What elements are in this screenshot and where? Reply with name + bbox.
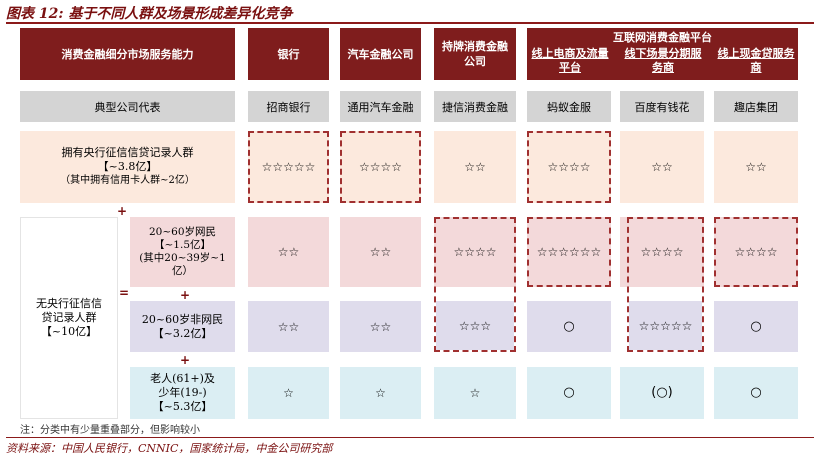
footnote: 注：分类中有少量重叠部分，但影响较小 [20, 425, 200, 436]
stars-rating: ☆☆ [369, 245, 392, 259]
non-netizen-auto-rating: ☆☆ [340, 301, 421, 352]
elder-platform1-rating: ○ [527, 367, 611, 419]
stars-rating: ☆☆☆☆ [547, 160, 591, 174]
header-capability: 消费金融细分市场服务能力 [20, 28, 235, 80]
stars-rating: ☆☆☆☆ [358, 160, 403, 174]
elder-label: 老人(61+)及 [150, 372, 215, 385]
stars-rating: ☆☆ [277, 245, 300, 259]
header-internet-platforms: 互联网消费金融平台 [527, 28, 798, 80]
stars-rating: ☆☆ [464, 160, 486, 174]
stars-rating: ☆ [283, 386, 294, 400]
credit-platform3-rating: ☆☆ [714, 131, 798, 203]
credit-population-cell: 拥有央行征信信贷记录人群 【~3.8亿】 （其中拥有信用卡人群~2亿） [20, 131, 235, 203]
stars-rating: ☆☆☆☆☆☆ [536, 245, 602, 259]
non-netizen-bank-rating: ☆☆ [248, 301, 329, 352]
header-licensed-consumer-finance: 持牌消费金融公司 [434, 28, 516, 80]
credit-population-label: 拥有央行征信信贷记录人群 [61, 146, 194, 159]
netizen-size: 【~1.5亿】 [154, 239, 211, 251]
rep-platform-1: 蚂蚁金服 [527, 91, 611, 122]
stars-rating: ☆☆ [745, 160, 767, 174]
rep-auto: 通用汽车金融 [340, 91, 421, 122]
circle-icon: ○ [750, 318, 762, 334]
rep-licensed: 捷信消费金融 [434, 91, 516, 122]
netizen-note-line2: 亿） [172, 265, 193, 277]
equals-sign: = [119, 286, 130, 300]
stars-rating: ☆☆ [369, 319, 392, 334]
no-credit-label-line2: 贷记录人群 [41, 311, 97, 324]
netizen-licensed-rating: ☆☆☆☆ [434, 217, 516, 287]
stars-rating: ☆☆☆☆ [640, 245, 684, 259]
non-netizen-platform3-rating: ○ [714, 301, 798, 352]
elder-auto-rating: ☆ [340, 367, 421, 419]
no-credit-population-cell: 无央行征信信 贷记录人群 【~10亿】 [20, 217, 118, 419]
plus-sign: + [117, 204, 128, 218]
credit-platform1-rating: ☆☆☆☆ [527, 131, 611, 203]
netizen-platform2-rating: ☆☆☆☆ [620, 217, 704, 287]
rep-bank: 招商银行 [248, 91, 329, 122]
netizen-platform1-rating: ☆☆☆☆☆☆ [527, 217, 611, 287]
stars-rating: ☆☆☆☆ [453, 245, 497, 259]
figure-title: 图表 12: 基于不同人群及场景形成差异化竞争 [6, 6, 293, 22]
netizen-label: 20~60岁网民 [148, 226, 217, 238]
credit-licensed-rating: ☆☆ [434, 131, 516, 203]
header-auto-finance: 汽车金融公司 [340, 28, 421, 80]
youth-label: 少年(19-) [158, 386, 207, 399]
credit-auto-rating: ☆☆☆☆ [340, 131, 421, 203]
circle-icon: (○) [651, 385, 673, 400]
netizen-note-line1: (其中20~39岁~1 [139, 252, 226, 264]
source-line: 资料来源：中国人民银行，CNNIC，国家统计局，中金公司研究部 [6, 442, 333, 455]
stars-rating: ☆☆ [277, 319, 300, 334]
no-credit-size: 【~10亿】 [40, 325, 98, 338]
stars-rating: ☆☆ [651, 160, 673, 174]
circle-icon: ○ [563, 385, 575, 400]
credit-population-size: 【~3.8亿】 [97, 160, 158, 173]
rep-label: 典型公司代表 [20, 91, 235, 122]
elder-platform2-rating: (○) [620, 367, 704, 419]
netizen-bank-rating: ☆☆ [248, 217, 329, 287]
circle-icon: ○ [750, 385, 762, 400]
plus-sign: + [180, 288, 191, 302]
non-netizen-size: 【~3.2亿】 [152, 326, 213, 340]
stars-rating: ☆☆☆☆☆ [261, 160, 316, 174]
stars-rating: ☆ [375, 386, 386, 400]
title-divider [6, 22, 814, 24]
footer-divider [6, 437, 814, 438]
credit-population-note: （其中拥有信用卡人群~2亿） [60, 175, 195, 186]
header-bank: 银行 [248, 28, 329, 80]
netizen-population-cell: 20~60岁网民 【~1.5亿】 (其中20~39岁~1 亿） [130, 217, 235, 287]
netizen-auto-rating: ☆☆ [340, 217, 421, 287]
no-credit-label-line1: 无央行征信信 [36, 297, 102, 310]
header-sub-offline-installment: 线下场景分期服务商 [624, 47, 702, 74]
elder-platform3-rating: ○ [714, 367, 798, 419]
rep-platform-3: 趣店集团 [714, 91, 798, 122]
non-netizen-population-cell: 20~60岁非网民 【~3.2亿】 [130, 301, 235, 352]
header-sub-cash-loan: 线上现金贷服务商 [717, 47, 795, 74]
non-netizen-label: 20~60岁非网民 [141, 312, 224, 326]
elder-bank-rating: ☆ [248, 367, 329, 419]
non-netizen-platform2-rating: ☆☆☆☆☆ [629, 301, 702, 350]
netizen-platform3-rating: ☆☆☆☆ [714, 217, 798, 287]
header-internet-title: 互联网消费金融平台 [613, 31, 712, 44]
circle-icon: ○ [563, 318, 575, 334]
plus-sign: + [180, 353, 191, 367]
elder-licensed-rating: ☆ [434, 367, 516, 419]
credit-bank-rating: ☆☆☆☆☆ [248, 131, 329, 203]
stars-rating: ☆☆☆☆☆ [638, 318, 693, 333]
elder-youth-population-cell: 老人(61+)及 少年(19-) 【~5.3亿】 [130, 367, 235, 419]
credit-platform2-rating: ☆☆ [620, 131, 704, 203]
stars-rating: ☆☆☆☆ [734, 245, 778, 259]
stars-rating: ☆ [469, 386, 481, 400]
header-sub-ecommerce: 线上电商及流量平台 [531, 47, 609, 74]
rep-platform-2: 百度有钱花 [620, 91, 704, 122]
non-netizen-licensed-rating: ☆☆☆ [436, 301, 514, 350]
non-netizen-platform1-rating: ○ [527, 301, 611, 352]
stars-rating: ☆☆☆ [458, 318, 492, 333]
elder-youth-size: 【~5.3亿】 [152, 400, 213, 413]
